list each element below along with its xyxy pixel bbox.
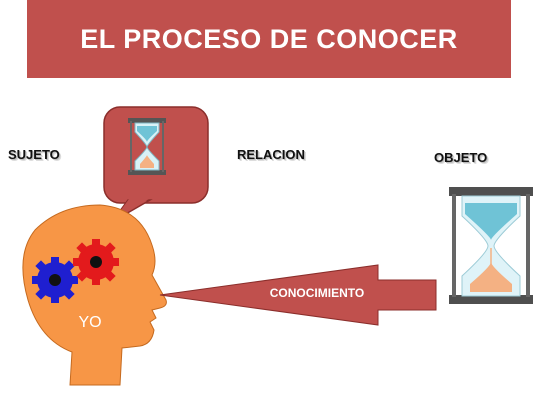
objeto-label: OBJETO <box>434 150 488 165</box>
yo-label: YO <box>78 314 102 331</box>
sujeto-label: SUJETO <box>8 147 60 162</box>
head-icon <box>22 204 167 386</box>
title-banner: EL PROCESO DE CONOCER <box>27 0 511 78</box>
large-hourglass-icon <box>449 187 533 304</box>
conocimiento-label: CONOCIMIENTO <box>269 286 365 300</box>
small-hourglass-icon <box>128 118 166 175</box>
red-gear-icon <box>73 239 119 285</box>
conocimiento-arrow-icon <box>159 264 437 326</box>
relacion-label: RELACION <box>237 147 305 162</box>
page-title: EL PROCESO DE CONOCER <box>80 23 458 54</box>
blue-gear-icon <box>32 257 78 303</box>
